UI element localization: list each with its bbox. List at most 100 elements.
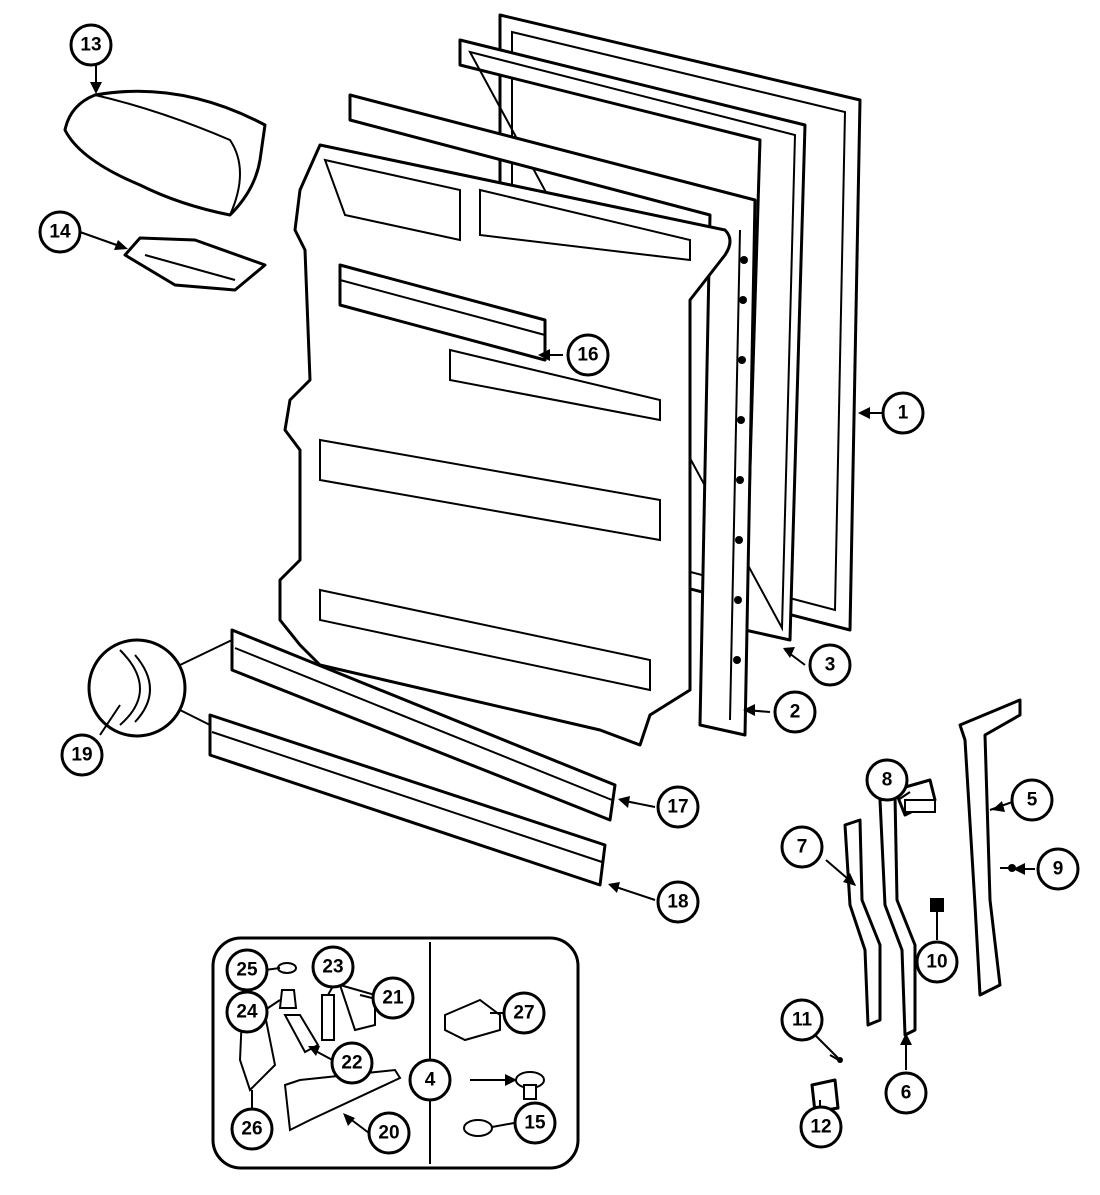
callout-layer: 1234567891011121314151617181920212223242… <box>38 23 1080 1155</box>
callout-label: 3 <box>825 655 836 676</box>
callout-6: 6 <box>884 1071 928 1115</box>
callout-label: 18 <box>667 892 688 913</box>
screw-small <box>829 1054 843 1063</box>
callout-circle <box>69 23 113 67</box>
callout-circle <box>225 990 269 1034</box>
callout-circle <box>773 690 817 734</box>
callout-circle <box>808 643 852 687</box>
callout-label: 1 <box>898 403 909 424</box>
shim <box>321 994 335 1041</box>
callout-label: 15 <box>524 1113 546 1134</box>
callout-label: 11 <box>792 1010 813 1031</box>
callout-label: 16 <box>577 345 598 366</box>
callout-circle <box>656 880 700 924</box>
washer <box>277 962 297 974</box>
callout-circle <box>367 1111 411 1155</box>
door-handle <box>878 793 917 1037</box>
callout-circle <box>656 785 700 829</box>
callout-circle <box>915 940 959 984</box>
callout-24: 24 <box>225 990 269 1034</box>
callout-circle <box>371 976 415 1020</box>
callout-label: 2 <box>790 702 801 723</box>
rail-end-cap-detail <box>87 638 233 738</box>
callout-label: 24 <box>236 1002 258 1023</box>
callout-label: 17 <box>667 797 688 818</box>
door-shelf-rail-lower <box>208 713 607 887</box>
callout-circle <box>230 1107 274 1151</box>
callout-27: 27 <box>502 991 546 1035</box>
callout-1: 1 <box>881 391 925 435</box>
callout-circle <box>566 333 610 377</box>
dairy-door <box>63 89 267 217</box>
callout-10: 10 <box>915 940 959 984</box>
callout-label: 8 <box>882 770 893 791</box>
callout-label: 19 <box>71 745 92 766</box>
callout-circle <box>881 391 925 435</box>
callout-circle <box>884 1071 928 1115</box>
callout-circle <box>311 945 355 989</box>
callout-7: 7 <box>780 825 824 869</box>
callout-circle <box>865 758 909 802</box>
callout-20: 20 <box>367 1111 411 1155</box>
callout-19: 19 <box>60 733 104 777</box>
callout-14: 14 <box>38 210 82 254</box>
callout-circle <box>330 1041 374 1085</box>
callout-25: 25 <box>225 948 269 992</box>
callout-4: 4 <box>408 1058 452 1102</box>
callout-circle <box>513 1101 557 1145</box>
callout-15: 15 <box>513 1101 557 1145</box>
callout-circle <box>1036 847 1080 891</box>
callout-label: 27 <box>513 1003 534 1024</box>
arrowheads <box>90 82 1025 1126</box>
callout-label: 21 <box>382 988 404 1009</box>
callout-label: 13 <box>80 35 101 56</box>
callout-circle <box>1010 778 1054 822</box>
callout-label: 25 <box>236 960 258 981</box>
callout-18: 18 <box>656 880 700 924</box>
callout-8: 8 <box>865 758 909 802</box>
callout-circle <box>60 733 104 777</box>
liner-screw-holes <box>733 256 748 664</box>
callout-circle <box>502 991 546 1035</box>
door-stop <box>444 998 501 1042</box>
hinge-bushing <box>283 1014 320 1054</box>
callout-circle <box>225 948 269 992</box>
callout-26: 26 <box>230 1107 274 1151</box>
plug-button-15 <box>463 1119 493 1137</box>
inner-door-liner <box>348 93 757 737</box>
callout-label: 26 <box>241 1119 262 1140</box>
clip <box>810 1078 840 1114</box>
callout-label: 6 <box>901 1083 912 1104</box>
callout-label: 7 <box>797 837 808 858</box>
callout-label: 4 <box>425 1070 436 1091</box>
door-shelf-bar <box>338 263 547 362</box>
callout-9: 9 <box>1036 847 1080 891</box>
hardware-inset <box>211 936 580 1170</box>
plug <box>930 898 944 912</box>
hinge-pin <box>278 989 298 1009</box>
callout-label: 22 <box>341 1053 362 1074</box>
callout-circle <box>408 1058 452 1102</box>
callout-17: 17 <box>656 785 700 829</box>
callout-label: 14 <box>49 222 71 243</box>
door-shelf-rail-upper <box>230 628 617 822</box>
callout-23: 23 <box>311 945 355 989</box>
callout-circle <box>780 998 824 1042</box>
callout-circle <box>799 1105 843 1149</box>
callout-12: 12 <box>799 1105 843 1149</box>
callout-label: 12 <box>810 1117 831 1138</box>
screw <box>1000 864 1016 872</box>
callout-3: 3 <box>808 643 852 687</box>
callout-label: 5 <box>1027 790 1038 811</box>
door-shelf-frame <box>278 143 732 747</box>
callout-13: 13 <box>69 23 113 67</box>
callout-label: 20 <box>378 1123 399 1144</box>
callout-label: 23 <box>322 957 343 978</box>
handle-trim-left <box>843 818 882 1027</box>
dairy-bracket <box>123 236 267 292</box>
callout-11: 11 <box>780 998 824 1042</box>
callout-16: 16 <box>566 333 610 377</box>
callout-22: 22 <box>330 1041 374 1085</box>
